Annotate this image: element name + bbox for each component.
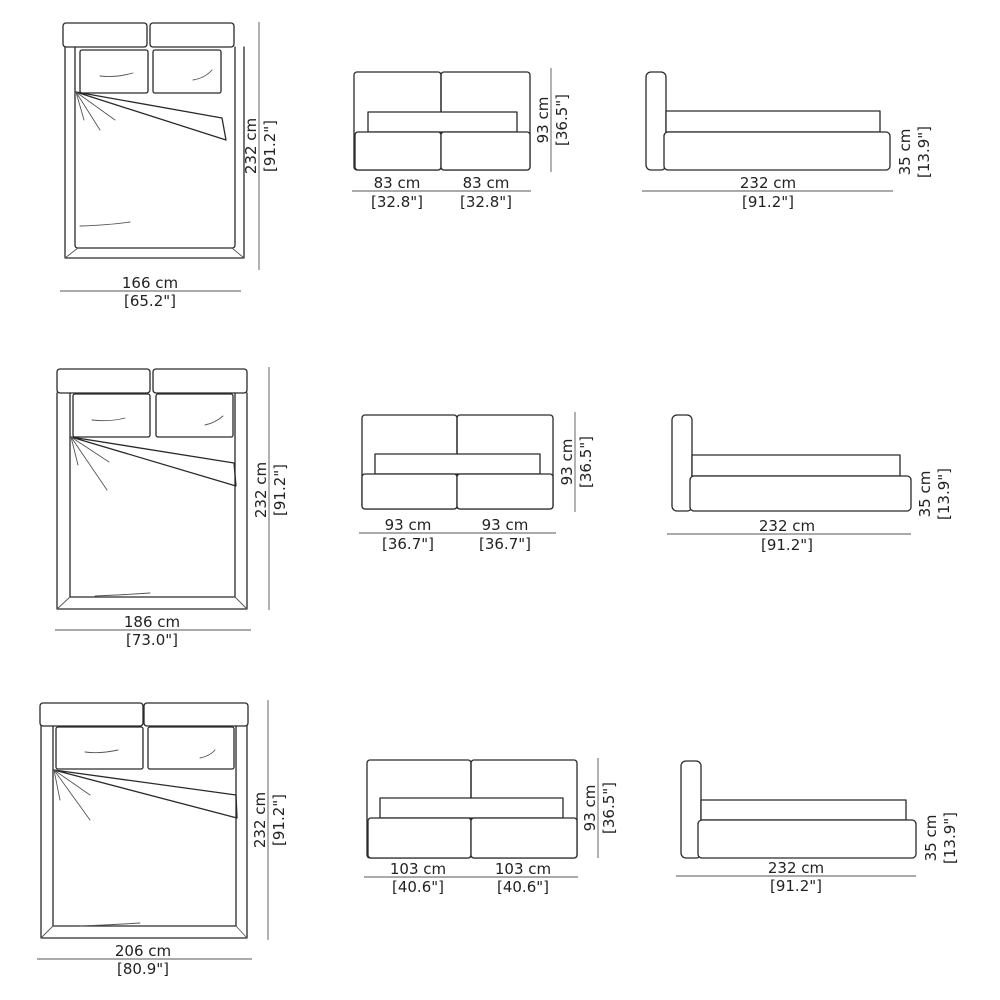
- mattress-side: [665, 110, 881, 133]
- bed-frame-outline: [40, 725, 248, 939]
- row-3: 206 cm [80.9"] 232 cm [91.2"] 103 cm [40…: [37, 700, 959, 978]
- mattress-outline: [74, 46, 236, 249]
- height-in-label: [13.9"]: [915, 126, 933, 178]
- side-view-bed-186: 232 cm [91.2"] 35 cm [13.9"]: [667, 414, 953, 554]
- mattress-side: [691, 454, 901, 477]
- height-in-label: [13.9"]: [941, 812, 959, 864]
- height-in-label: [36.5"]: [553, 94, 571, 146]
- base-right: [456, 473, 554, 510]
- length-in-label: [91.2"]: [271, 464, 289, 516]
- width-in-label: [80.9"]: [117, 960, 169, 978]
- right-width-cm-label: 83 cm: [463, 174, 510, 192]
- base-left: [367, 817, 472, 859]
- left-width-in-label: [32.8"]: [371, 193, 423, 211]
- length-cm-label: 232 cm: [768, 859, 824, 877]
- length-in-label: [91.2"]: [761, 536, 813, 554]
- height-in-label: [36.5"]: [600, 782, 618, 834]
- base-right: [440, 131, 531, 171]
- mattress-outline: [69, 392, 236, 598]
- headboard-side: [671, 414, 693, 512]
- right-width-in-label: [40.6"]: [497, 878, 549, 896]
- side-view-bed-206: 232 cm [91.2"] 35 cm [13.9"]: [676, 760, 959, 895]
- pillow-right: [147, 726, 235, 770]
- length-in-label: [91.2"]: [742, 193, 794, 211]
- top-view-bed-166: 166 cm [91.2"] [65.2"] 232 cm [91.2"]: [60, 22, 279, 310]
- length-cm-label: 232 cm: [759, 517, 815, 535]
- length-cm-label: 232 cm: [740, 174, 796, 192]
- base-side: [663, 131, 891, 171]
- headboard-cushion-right: [149, 22, 235, 48]
- length-cm-label: 232 cm: [242, 118, 260, 174]
- headboard-cushion-right: [143, 702, 249, 727]
- width-cm-label: 206 cm: [115, 942, 171, 960]
- right-width-cm-label: 103 cm: [495, 860, 551, 878]
- folded-sheet: [75, 91, 227, 141]
- height-cm-label: 93 cm: [534, 97, 552, 144]
- mattress-front: [367, 111, 518, 133]
- folded-sheet: [53, 769, 238, 819]
- width-in-label: [73.0"]: [126, 631, 178, 649]
- length-in-label: [91.2"]: [270, 794, 288, 846]
- mattress-outline: [52, 725, 237, 927]
- height-cm-label: 93 cm: [558, 439, 576, 486]
- height-cm-label: 35 cm: [922, 815, 940, 862]
- height-cm-label: 35 cm: [896, 129, 914, 176]
- length-cm-label: 232 cm: [252, 462, 270, 518]
- headboard-side: [645, 71, 667, 171]
- height-in-label: [36.5"]: [577, 436, 595, 488]
- mattress-front: [379, 797, 564, 819]
- front-view-bed-186: 93 cm [36.7"] 93 cm [36.7"] 93 cm [36.5"…: [359, 412, 595, 553]
- right-width-in-label: [32.8"]: [460, 193, 512, 211]
- left-width-cm-label: 83 cm: [374, 174, 421, 192]
- pillow-left: [55, 726, 144, 770]
- bed-frame-outline: [64, 46, 245, 259]
- mattress-side: [700, 799, 907, 821]
- headboard-cushion-right: [152, 368, 248, 394]
- base-left: [354, 131, 442, 171]
- length-in-label: [91.2"]: [770, 877, 822, 895]
- left-width-in-label: [36.7"]: [382, 535, 434, 553]
- top-view-bed-186: 186 cm [73.0"] 232 cm [91.2"]: [55, 367, 289, 649]
- base-right: [470, 817, 578, 859]
- width-cm-label: 166 cm: [122, 274, 178, 292]
- row-2: 186 cm [73.0"] 232 cm [91.2"] 93 cm [36.…: [55, 367, 953, 649]
- base-side: [689, 475, 912, 512]
- folded-sheet: [70, 436, 237, 487]
- bed-frame-outline: [56, 392, 248, 610]
- height-cm-label: 35 cm: [916, 471, 934, 518]
- right-width-cm-label: 93 cm: [482, 516, 529, 534]
- length-cm-label: 232 cm: [251, 792, 269, 848]
- width-cm-label: 186 cm: [124, 613, 180, 631]
- pillow-right: [155, 393, 234, 438]
- headboard-cushion-left: [62, 22, 148, 48]
- front-view-bed-166: 83 cm [32.8"] 83 cm [32.8"] 93 cm [36.5"…: [352, 68, 571, 211]
- width-in-label: [65.2"]: [124, 292, 176, 310]
- row-1: 166 cm [91.2"] [65.2"] 232 cm [91.2"] 83…: [60, 22, 933, 310]
- pillow-left: [72, 393, 151, 438]
- headboard-cushion-left: [56, 368, 151, 394]
- mattress-front: [374, 453, 541, 475]
- top-view-bed-206: 206 cm [80.9"] 232 cm [91.2"]: [37, 700, 288, 978]
- base-side: [697, 819, 917, 859]
- height-cm-label: 93 cm: [581, 785, 599, 832]
- base-left: [361, 473, 458, 510]
- side-view-bed-166: 232 cm [91.2"] 35 cm [13.9"]: [642, 71, 933, 211]
- left-width-cm-label: 93 cm: [385, 516, 432, 534]
- right-width-in-label: [36.7"]: [479, 535, 531, 553]
- height-in-label: [13.9"]: [935, 468, 953, 520]
- left-width-cm-label: 103 cm: [390, 860, 446, 878]
- pillow-right: [152, 49, 222, 94]
- front-view-bed-206: 103 cm [40.6"] 103 cm [40.6"] 93 cm [36.…: [364, 758, 618, 896]
- headboard-cushion-left: [39, 702, 144, 727]
- length-in-label: [91.2"]: [261, 120, 279, 172]
- left-width-in-label: [40.6"]: [392, 878, 444, 896]
- pillow-left: [79, 49, 149, 94]
